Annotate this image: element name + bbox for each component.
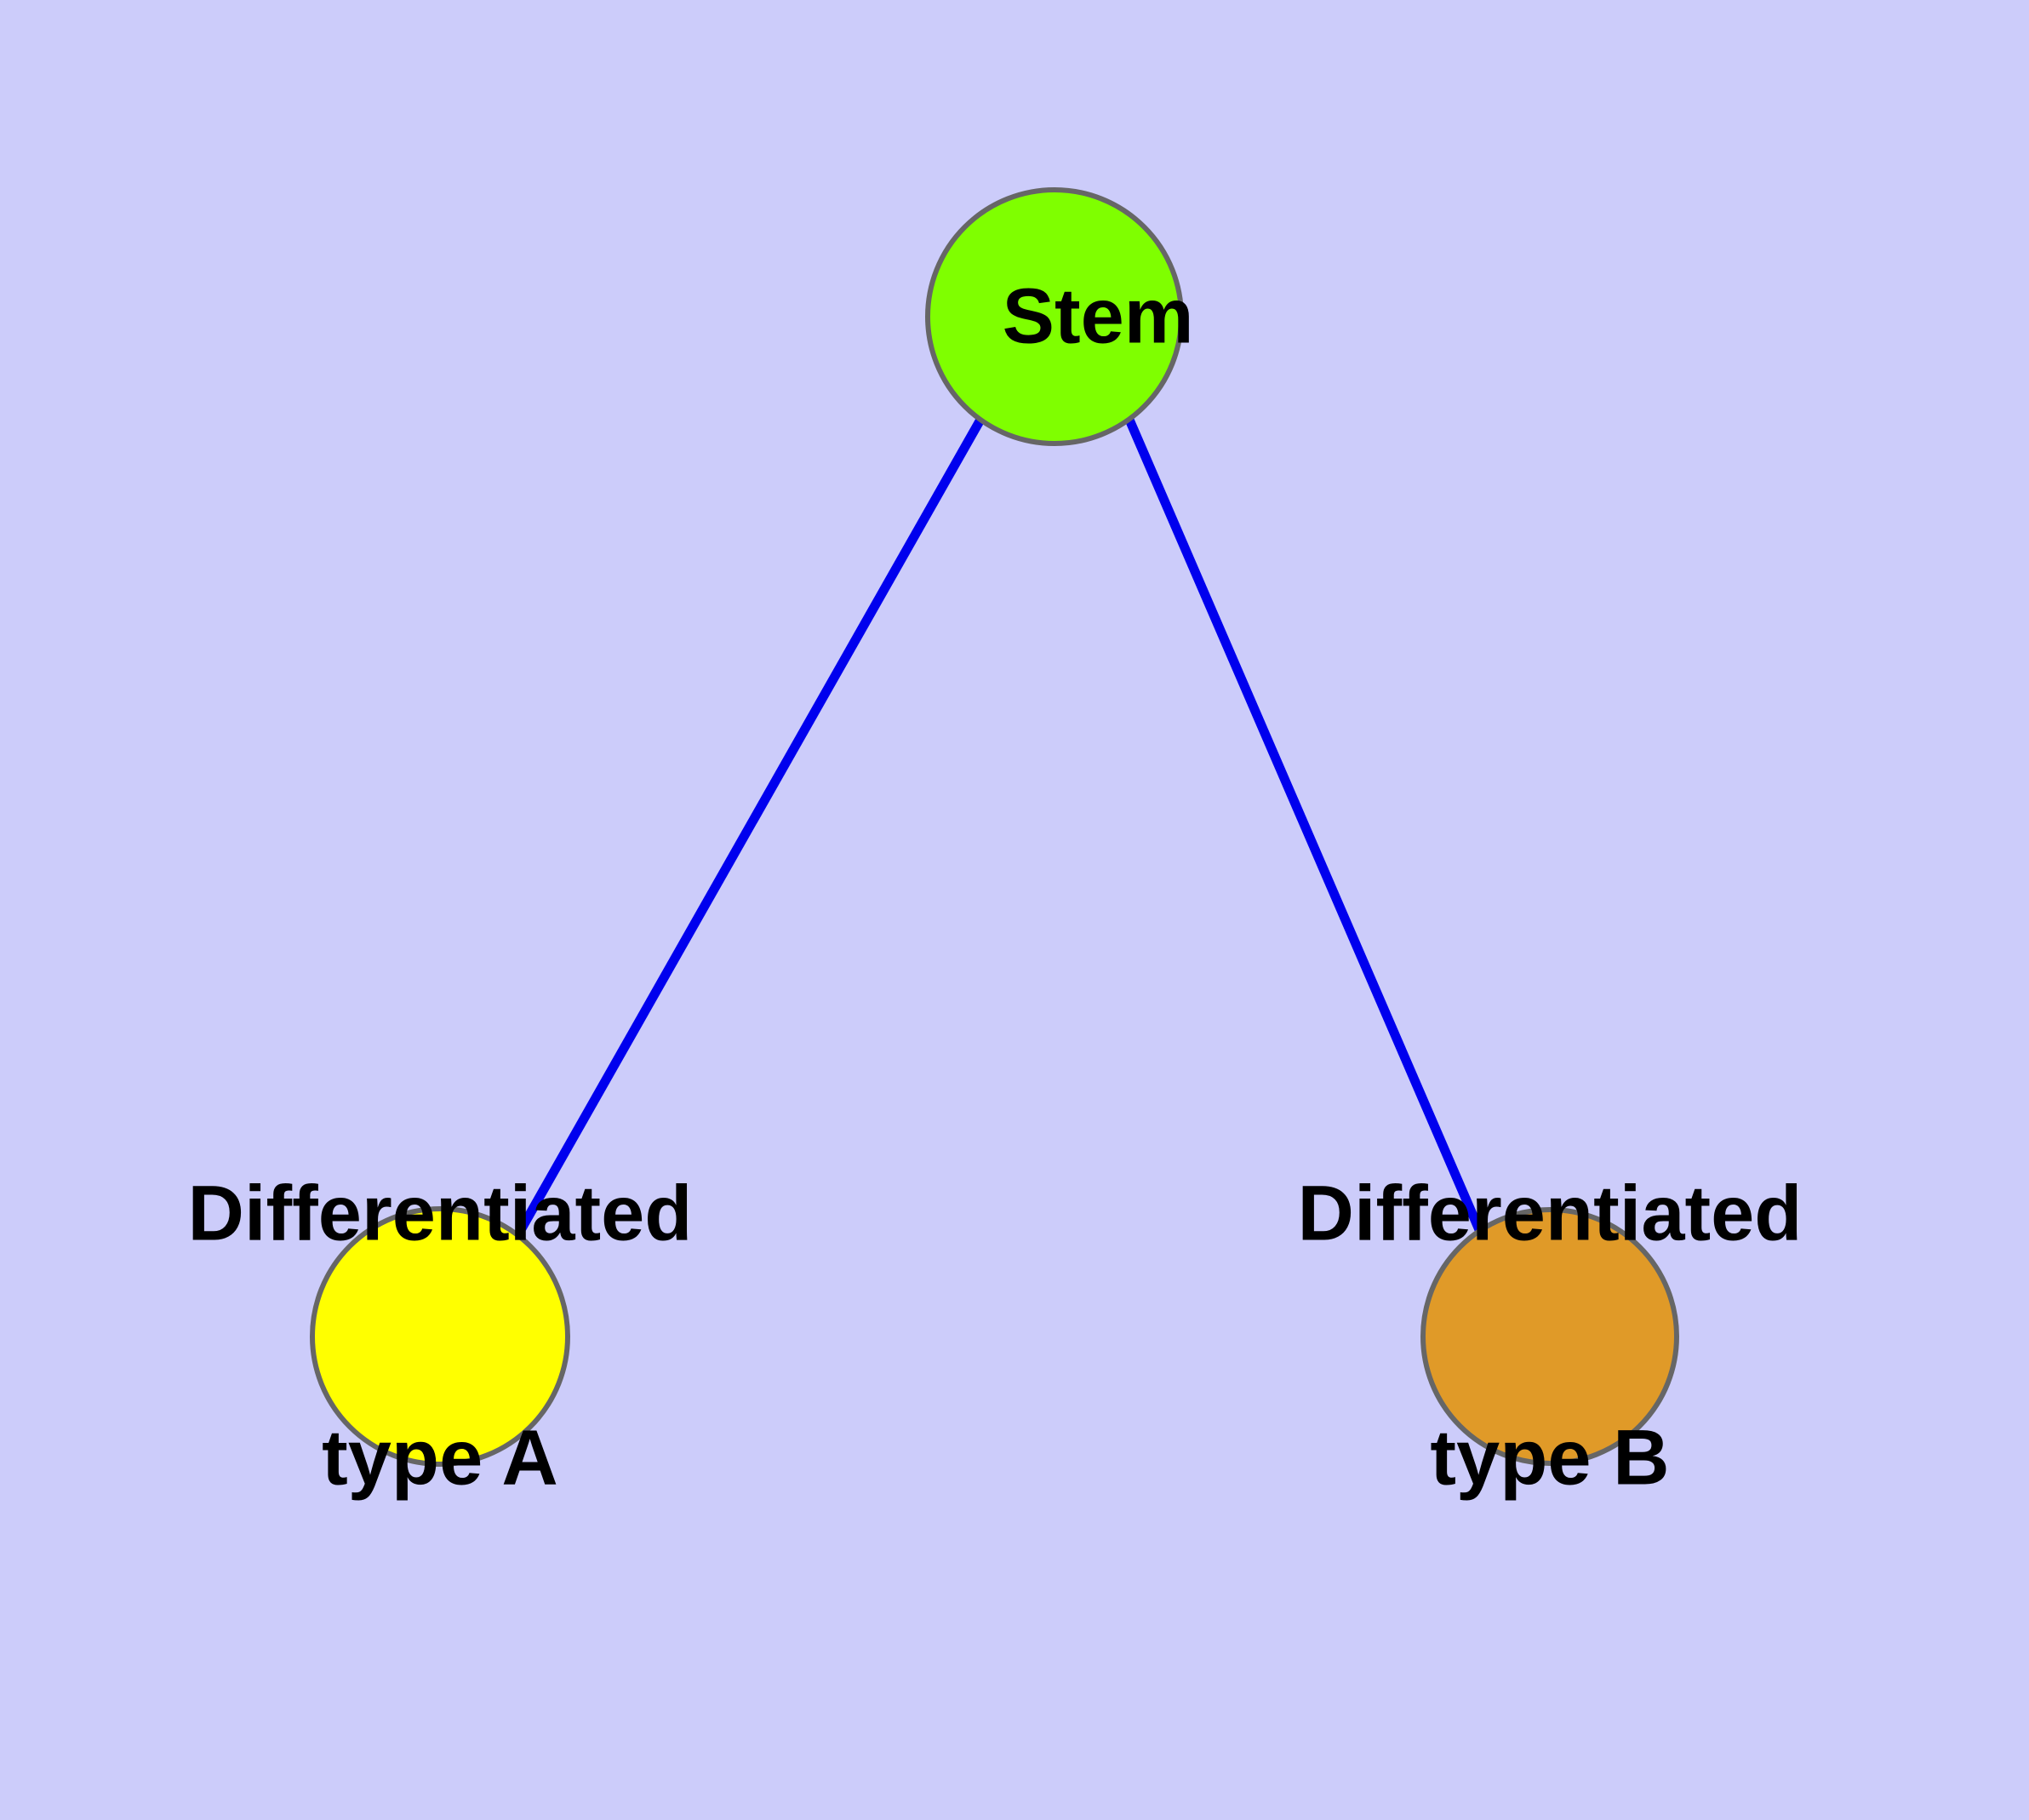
node-stem[interactable]: [925, 187, 1184, 446]
edges-group: [517, 417, 1485, 1234]
node-differentiated-type-a[interactable]: [310, 1206, 570, 1467]
node-differentiated-type-b[interactable]: [1420, 1207, 1679, 1466]
edge-stem-to-differentiated-type-b[interactable]: [1124, 417, 1485, 1234]
edge-stem-to-differentiated-type-a[interactable]: [517, 417, 985, 1231]
nodes-group: [310, 187, 1679, 1467]
